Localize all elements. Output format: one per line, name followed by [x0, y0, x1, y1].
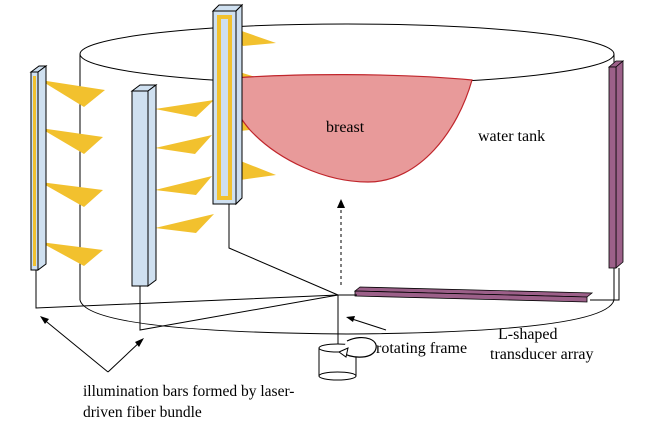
label-illumination-line2: driven fiber bundle: [83, 404, 202, 421]
annotation-arrowheads: [40, 316, 355, 347]
light-beam: [155, 214, 214, 233]
label-rotating-frame: rotating frame: [376, 340, 467, 357]
light-beam: [155, 176, 212, 195]
light-beams: [40, 28, 278, 266]
light-beam: [233, 28, 276, 46]
tank-bottom: [79, 299, 615, 335]
connection-lines: [35, 204, 620, 344]
light-beam: [40, 128, 103, 154]
annotation-arrows: [41, 317, 387, 373]
illumination-bar-middle: [130, 84, 158, 287]
transducer-side-bar: [607, 60, 625, 269]
label-transducer-line1: L-shaped: [498, 326, 558, 343]
l-shaped-transducer-array: [353, 286, 594, 303]
label-illumination-line1: illumination bars formed by laser-: [83, 383, 294, 400]
label-transducer-line2: transducer array: [490, 346, 594, 363]
light-beam: [155, 100, 214, 117]
illumination-bar-left: [29, 65, 48, 271]
label-water-tank: water tank: [478, 128, 545, 145]
light-beam: [40, 80, 105, 107]
illumination-bar-center: [211, 3, 244, 206]
light-beam: [40, 242, 103, 266]
light-beam: [233, 158, 276, 180]
rotation-arrow-icon: [337, 337, 377, 358]
light-beam: [40, 182, 103, 207]
rotation-axis-arrow: [337, 199, 345, 285]
breast-shape: [220, 74, 473, 183]
light-beam: [155, 135, 212, 154]
label-breast: breast: [326, 119, 365, 136]
